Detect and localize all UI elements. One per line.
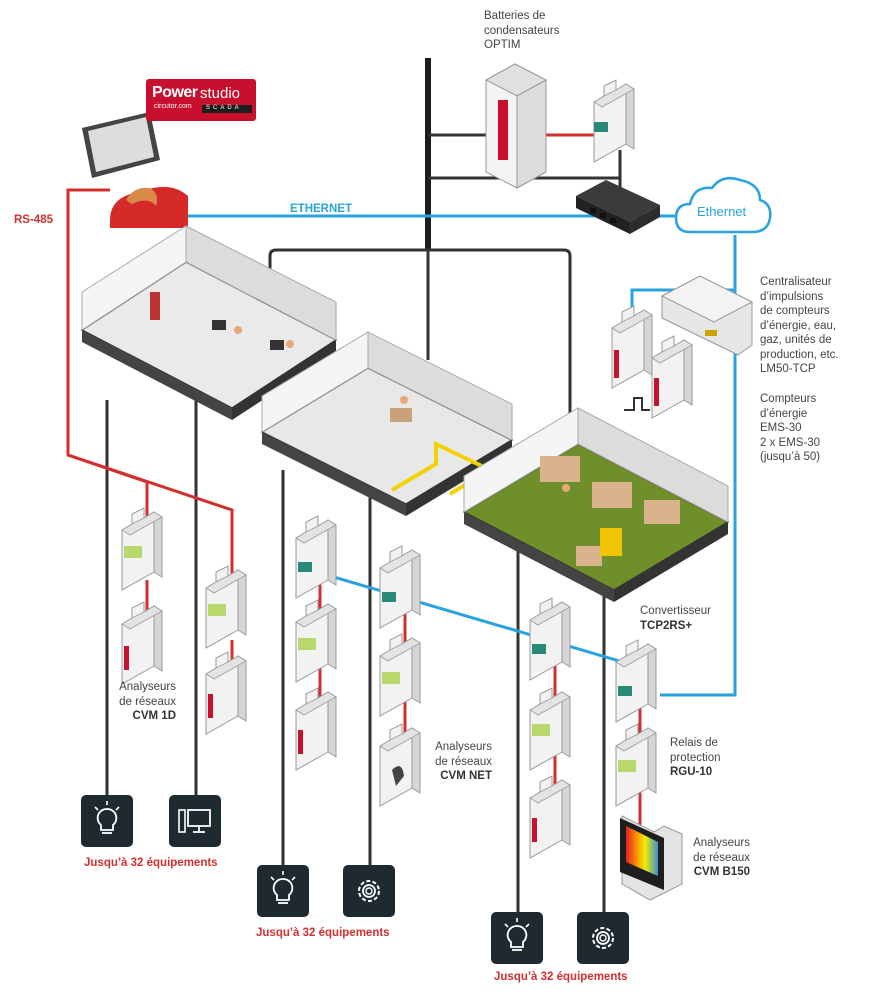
cvm-1d-device [121,507,163,591]
cvm-device [295,599,337,683]
label-line: (jusqu’à 50) [760,451,821,463]
computer-tile [169,795,221,847]
label-line: Relais de [670,737,718,749]
label-line: Analyseurs [435,741,492,753]
powerstudio-logo: Power studio circutor.com SCADA [146,79,256,121]
label-line: d’impulsions [760,290,824,303]
label-line: Centralisateur [760,276,832,288]
rs485-label: RS-485 [14,214,53,226]
meter-led [614,350,619,378]
label-line: LM50-TCP [760,363,816,375]
lightbulb-icon [270,871,296,904]
rgu-10-device [615,723,657,807]
lighting-tile [257,865,309,917]
label-model: RGU-10 [670,766,713,778]
label-line: protection [670,751,721,764]
lightbulb-icon [504,918,530,951]
workshop-building [260,331,514,516]
max-devices-label: Jusqu’à 32 équipements [84,857,218,869]
label-line: d’énergie, eau, [760,319,837,332]
ethernet-switch [576,180,660,234]
cvm-device [295,687,337,771]
max-devices-label: Jusqu’à 32 équipements [494,971,628,983]
label-model: CVM B150 [693,866,750,878]
label-line: de réseaux [693,851,750,864]
label-line: Analyseurs [119,681,176,693]
label-line: condensateurs [484,24,560,37]
cvm-device [379,633,421,717]
cvm-1d-device [205,651,247,735]
label-line: Batteries de [484,10,546,22]
computer-icon [178,809,211,833]
cvm-b150-device [620,815,683,901]
energy-meters-label: Compteurs d’énergie EMS-30 2 x EMS-30 (j… [760,392,820,465]
gear-icon [592,927,614,949]
controller-screen [594,122,608,132]
capacitor-bank-label: Batteries de condensateurs OPTIM [484,9,559,53]
tcp2rs-converter [295,515,337,599]
lighting-tile [81,795,133,847]
bus-left [268,248,572,470]
ethernet-line [660,235,737,697]
ethernet-cloud-label: Ethernet [697,204,747,219]
optim-controller [593,79,635,163]
logo-badge: SCADA [206,105,242,111]
cvm-net-device [379,723,421,807]
label-line: production, etc. [760,348,839,361]
cvm-b150-label: Analyseurs de réseaux CVM B150 [672,836,750,880]
cvm-device [529,687,571,771]
cvm-1d-device [205,565,247,649]
label-line: de compteurs [760,305,830,317]
logo-brand: Power [152,84,198,101]
label-line: de réseaux [119,695,176,708]
cvm-1d-device [121,601,163,685]
cvm-1d-label: Analyseurs de réseaux CVM 1D [100,680,176,724]
tcp2rs-converter [379,545,421,629]
label-line: d’énergie [760,407,808,420]
cvm-device [529,775,571,859]
operator-laptop [82,112,188,228]
logo-tagline: circutor.com [154,103,192,110]
label-line: 2 x EMS-30 [760,436,821,449]
label-line: de réseaux [435,755,492,768]
machine-tile [343,865,395,917]
optim-cabinet [484,63,548,189]
label-line: Analyseurs [693,837,750,849]
lm50-tcp-device [660,275,754,356]
machine-tile [577,912,629,964]
lighting-tile [491,912,543,964]
ethernet-line [309,568,651,672]
gear-icon [358,880,380,902]
max-devices-label: Jusqu’à 32 équipements [256,927,390,939]
logo-product: studio [200,85,241,102]
label-line: OPTIM [484,39,521,51]
label-model: TCP2RS+ [640,619,693,632]
logo-badge-bar: SCADA [202,105,252,113]
label-line: EMS-30 [760,422,802,434]
ethernet-cloud [674,177,772,234]
tcp2rs-converter [529,597,571,681]
label-line: gaz, unités de [760,334,832,346]
label-model: CVM 1D [132,710,176,722]
ethernet-line-label: ETHERNET [290,203,352,215]
office-building [80,225,338,420]
rgu-10-label: Relais de protection RGU-10 [670,736,721,780]
lightbulb-icon [94,801,120,834]
warehouse-building [462,407,730,602]
label-model: CVM NET [440,770,492,782]
label-line: Compteurs [760,393,817,405]
centralizer-label: Centralisateur d’impulsions de compteurs… [760,275,839,377]
label-line: Convertisseur [640,605,711,617]
converter-label: Convertisseur TCP2RS+ [640,604,711,633]
meter-led [654,378,659,406]
tcp2rs-converter [615,639,657,723]
pulse-icon [624,397,650,411]
cvm-net-label: Analyseurs de réseaux CVM NET [418,740,492,784]
